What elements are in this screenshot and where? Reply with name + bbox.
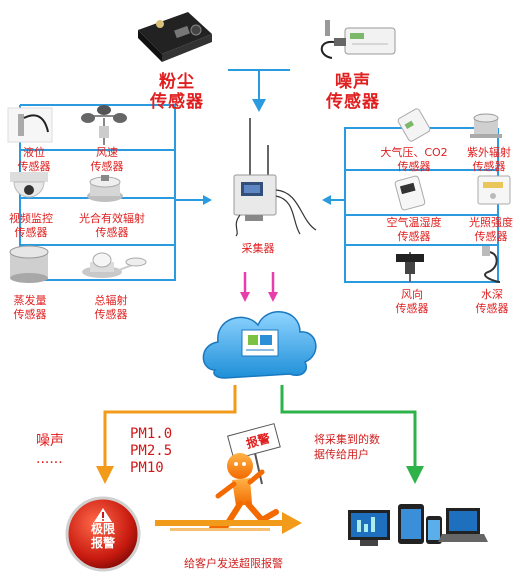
limit-alarm-line2: 报警 bbox=[90, 536, 115, 550]
send-alarm-arrow bbox=[155, 512, 302, 534]
water-depth-label-line1: 水深 bbox=[481, 288, 503, 301]
dust-sensor-icon bbox=[138, 12, 212, 62]
par-sensor-icon bbox=[87, 175, 123, 202]
wind-vane-label-line2: 传感器 bbox=[395, 302, 429, 315]
wind-vane-label-line1: 风向 bbox=[401, 288, 423, 301]
pressure-co2-sensor-icon bbox=[397, 108, 431, 142]
send-user-line1: 将采集到的数 bbox=[314, 433, 380, 446]
send-client-text: 给客户发送超限报警 bbox=[184, 557, 283, 570]
noise-note: 噪声 ...... bbox=[36, 432, 64, 468]
wind-vane-label: 风向 传感器 bbox=[392, 288, 432, 316]
water-depth-label-line2: 传感器 bbox=[475, 302, 509, 315]
par-label-line1: 光合有效辐射 bbox=[79, 212, 145, 225]
dust-label-line1: 粉尘 bbox=[159, 72, 195, 92]
level-sensor-icon bbox=[7, 107, 53, 143]
noise-sensor-label: 噪声 传感器 bbox=[326, 72, 380, 112]
pm-item-1: PM1.0 bbox=[130, 426, 173, 442]
pressure-label-line1: 大气压、CO2 bbox=[380, 146, 448, 159]
orange-alarm-path bbox=[103, 385, 237, 470]
cloud-platform-icon bbox=[202, 311, 317, 379]
light-label-line2: 传感器 bbox=[474, 230, 508, 243]
uv-sensor-icon bbox=[470, 113, 502, 138]
pm-item-3: PM10 bbox=[130, 460, 164, 476]
top-connector bbox=[228, 69, 290, 100]
temp-humidity-label-line1: 空气温湿度 bbox=[386, 216, 442, 229]
anemometer-label-line1: 风速 bbox=[96, 146, 118, 159]
noise-note-line1: 噪声 bbox=[36, 433, 64, 449]
camera-label: 视频监控 传感器 bbox=[4, 212, 58, 240]
par-label-line2: 传感器 bbox=[95, 226, 129, 239]
level-sensor-label: 液位 传感器 bbox=[14, 146, 54, 174]
radiation-label-line1: 总辐射 bbox=[94, 294, 128, 307]
noise-label-line1: 噪声 bbox=[335, 72, 371, 92]
camera-label-line1: 视频监控 bbox=[9, 212, 53, 225]
green-arrow-head bbox=[406, 466, 424, 484]
uv-label: 紫外辐射 传感器 bbox=[464, 146, 514, 174]
limit-alarm-text: 极限 报警 bbox=[83, 522, 123, 550]
left-feed-arrow bbox=[203, 195, 212, 205]
green-user-path bbox=[280, 385, 417, 470]
camera-icon bbox=[10, 172, 48, 198]
pink-arrow-left bbox=[240, 292, 250, 302]
camera-label-line2: 传感器 bbox=[14, 226, 48, 239]
top-feed-arrow bbox=[252, 99, 266, 112]
anemometer-label: 风速 传感器 bbox=[84, 146, 130, 174]
temp-humidity-label-line2: 传感器 bbox=[397, 230, 431, 243]
evaporation-pan-icon bbox=[9, 245, 49, 283]
dust-sensor-label: 粉尘 传感器 bbox=[150, 72, 204, 112]
collector-to-cloud-arrows bbox=[243, 272, 275, 295]
level-label-line1: 液位 bbox=[23, 146, 45, 159]
par-sensor-label: 光合有效辐射 传感器 bbox=[74, 212, 150, 240]
collector-device-icon bbox=[233, 118, 317, 237]
radiation-sensor-icon bbox=[82, 252, 147, 278]
light-label: 光照强度 传感器 bbox=[466, 216, 516, 244]
temp-humidity-label: 空气温湿度 传感器 bbox=[382, 216, 446, 244]
dust-label-line2: 传感器 bbox=[150, 92, 204, 112]
evaporation-label: 蒸发量 传感器 bbox=[8, 294, 52, 322]
pm-list: PM1.0 PM2.5 PM10 bbox=[130, 426, 172, 477]
light-label-line1: 光照强度 bbox=[469, 216, 513, 229]
water-depth-sensor-icon bbox=[482, 246, 501, 283]
uv-label-line2: 传感器 bbox=[472, 160, 506, 173]
noise-label-line2: 传感器 bbox=[326, 92, 380, 112]
temp-humidity-sensor-icon bbox=[394, 175, 426, 211]
anemometer-label-line2: 传感器 bbox=[90, 160, 124, 173]
limit-alarm-badge bbox=[65, 496, 141, 572]
pressure-co2-label: 大气压、CO2 传感器 bbox=[376, 146, 452, 174]
radiation-label-line2: 传感器 bbox=[94, 308, 128, 321]
pink-arrow-right bbox=[268, 292, 278, 302]
send-user-line2: 据传给用户 bbox=[314, 448, 369, 461]
level-label-line2: 传感器 bbox=[17, 160, 51, 173]
pressure-label-line2: 传感器 bbox=[397, 160, 431, 173]
wind-vane-icon bbox=[396, 252, 424, 282]
limit-alarm-line1: 极限 bbox=[90, 522, 115, 536]
right-feed-arrow bbox=[322, 195, 331, 205]
noise-note-line2: ...... bbox=[36, 451, 63, 467]
radiation-label: 总辐射 传感器 bbox=[88, 294, 134, 322]
evaporation-label-line2: 传感器 bbox=[13, 308, 47, 321]
evaporation-label-line1: 蒸发量 bbox=[13, 294, 47, 307]
light-sensor-icon bbox=[477, 175, 511, 205]
noise-sensor-icon bbox=[320, 20, 396, 59]
orange-arrow-head bbox=[96, 466, 114, 484]
pm-item-2: PM2.5 bbox=[130, 443, 173, 459]
uv-label-line1: 紫外辐射 bbox=[467, 146, 511, 159]
anemometer-icon bbox=[81, 105, 127, 145]
user-devices-icon bbox=[348, 504, 488, 546]
collector-label: 采集器 bbox=[241, 242, 275, 255]
water-depth-label: 水深 传感器 bbox=[470, 288, 514, 316]
send-user-text: 将采集到的数 据传给用户 bbox=[314, 432, 380, 462]
